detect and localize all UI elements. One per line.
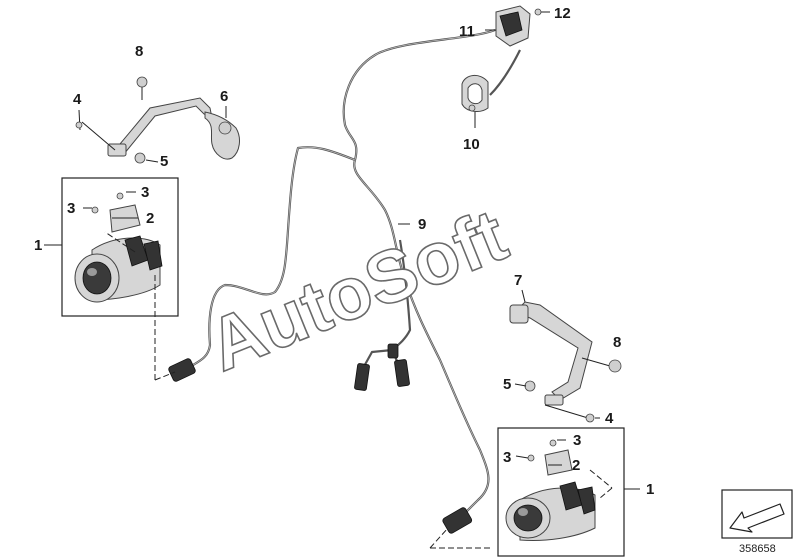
leader-lines	[44, 29, 640, 490]
callout-labels: 1 1 2 2 3 3 3 3 4 4 5 5 6 7 8 8 9 10 11 …	[34, 5, 654, 498]
callout-1-left: 1	[34, 237, 42, 254]
right-fog-light	[429, 439, 613, 549]
handlebar-switch	[495, 5, 550, 47]
callout-8-left: 8	[135, 43, 143, 60]
callout-6: 6	[220, 88, 228, 105]
diagram-number: 358658	[739, 543, 776, 555]
callout-9: 9	[418, 216, 426, 233]
callout-2-left: 2	[146, 210, 154, 227]
callout-7: 7	[514, 272, 522, 289]
left-fog-light	[74, 192, 176, 381]
right-fog-light-box	[497, 427, 625, 557]
left-mount-bracket	[75, 76, 240, 164]
watermark-text: AutoSoft	[197, 193, 518, 387]
handlebar-clamp	[461, 75, 489, 128]
callout-3-right-top: 3	[573, 432, 581, 449]
callout-4-right: 4	[605, 410, 614, 427]
callout-10: 10	[463, 136, 480, 153]
callout-1-right: 1	[646, 481, 654, 498]
callout-11: 11	[459, 23, 475, 40]
wiring-harness	[168, 28, 521, 534]
callout-3-left-side: 3	[67, 200, 75, 217]
callout-12: 12	[554, 5, 571, 22]
left-fog-light-box	[61, 177, 179, 317]
callout-5-right: 5	[503, 376, 511, 393]
callout-5-left: 5	[160, 153, 168, 170]
right-mount-bracket	[509, 301, 622, 423]
callout-8-right: 8	[613, 334, 621, 351]
callout-3-right-side: 3	[503, 449, 511, 466]
callout-4-left: 4	[73, 91, 82, 108]
callout-3-left-top: 3	[141, 184, 149, 201]
callout-2-right: 2	[572, 457, 580, 474]
arrow-icon	[721, 489, 793, 539]
